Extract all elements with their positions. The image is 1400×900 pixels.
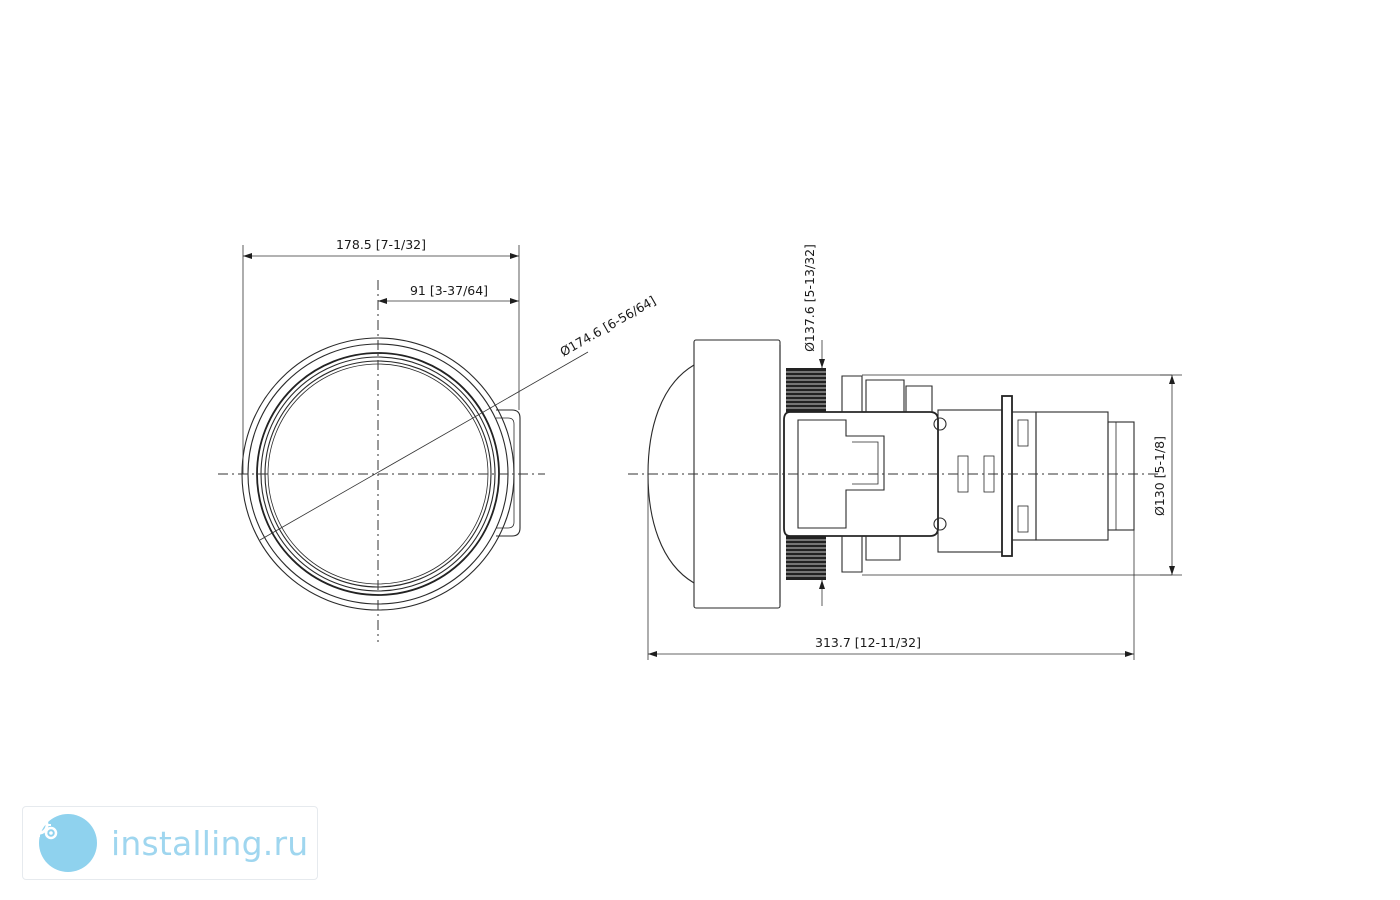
mount-tab [496, 409, 521, 537]
watermark-text: installing.ru [111, 823, 309, 863]
knurl-lines-bottom [786, 539, 826, 577]
dim-length-arrow-right [1125, 651, 1134, 657]
dim-body-arrow-top [1169, 375, 1175, 384]
housing-inner-cutout [797, 419, 885, 529]
dim-side-ring-diameter-label: Ø137.6 [5-13/32] [802, 244, 817, 352]
bracket-bottom-2 [865, 535, 901, 561]
rear-ring-detail-2 [1017, 505, 1029, 533]
gears-icon [27, 813, 97, 872]
dim-body-arrow-bottom [1169, 566, 1175, 575]
rear-flange [1001, 395, 1013, 557]
screw-top [933, 417, 947, 431]
arrow-offset-left [378, 298, 387, 304]
rear-ring-detail-1 [1017, 419, 1029, 447]
dim-ring-arrow-top [819, 359, 825, 368]
bracket-top-1 [841, 375, 863, 413]
bracket-top-3 [905, 385, 933, 413]
dim-front-width-label: 178.5 [7-1/32] [336, 237, 426, 252]
dim-side-body-diameter-label: Ø130 [5-1/8] [1152, 436, 1167, 516]
rear-ring [1011, 411, 1037, 541]
main-housing [783, 411, 939, 537]
screw-bottom [933, 517, 947, 531]
focus-ring-knurl [786, 368, 826, 580]
rear-barrel [1035, 411, 1109, 541]
knurl-lines-top [786, 371, 826, 409]
dim-side-length-label: 313.7 [12-11/32] [815, 635, 921, 650]
knurl-top [786, 368, 826, 412]
watermark: installing.ru [22, 806, 318, 880]
dim-front-offset-label: 91 [3-37/64] [410, 283, 488, 298]
mid-housing [937, 409, 1003, 553]
arrow-left [243, 253, 252, 259]
housing-inner-step [852, 441, 879, 485]
diameter-leader-line [259, 351, 589, 541]
bracket-bottom-1 [841, 535, 863, 573]
dim-ring-arrow-bottom [819, 580, 825, 589]
dim-length-arrow-left [648, 651, 657, 657]
rear-element [1107, 421, 1135, 531]
gears-icon-svg [27, 813, 58, 840]
arrow-offset-right [510, 298, 519, 304]
knurl-bottom [786, 536, 826, 580]
front-view [218, 245, 589, 642]
arrow-right [510, 253, 519, 259]
side-view [628, 339, 1182, 660]
bracket-top-2 [865, 379, 905, 413]
dim-front-diameter-label: Ø174.6 [6-56/64] [557, 293, 658, 360]
